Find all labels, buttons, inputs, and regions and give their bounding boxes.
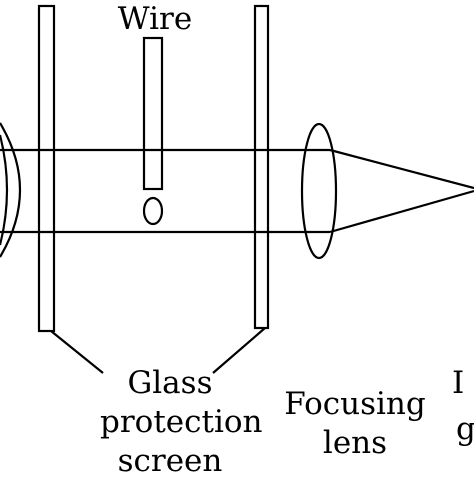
converging-beam-bottom xyxy=(329,189,474,234)
glass-leader-left xyxy=(50,330,104,374)
wire-cross-section xyxy=(142,196,164,226)
cut-edge-label-line-2: g xyxy=(456,411,474,447)
glass-screen-label-line-3: screen xyxy=(117,443,223,479)
wire-label: Wire xyxy=(117,1,193,37)
source-lens xyxy=(0,122,21,258)
wire xyxy=(142,36,164,191)
right-glass-plate xyxy=(253,4,270,330)
focusing-lens-label-line-1: Focusing xyxy=(284,386,426,422)
glass-leader-right xyxy=(212,327,266,374)
left-glass-plate xyxy=(37,4,56,333)
focusing-lens xyxy=(300,122,338,260)
converging-beam-top xyxy=(329,148,474,190)
glass-screen-label-line-1: Glass xyxy=(127,365,213,401)
focusing-lens-label-line-2: lens xyxy=(322,425,388,461)
cut-edge-label-line-1: I xyxy=(452,365,465,401)
glass-screen-label-line-2: protection xyxy=(100,404,263,440)
source-lens-inner xyxy=(0,134,9,246)
